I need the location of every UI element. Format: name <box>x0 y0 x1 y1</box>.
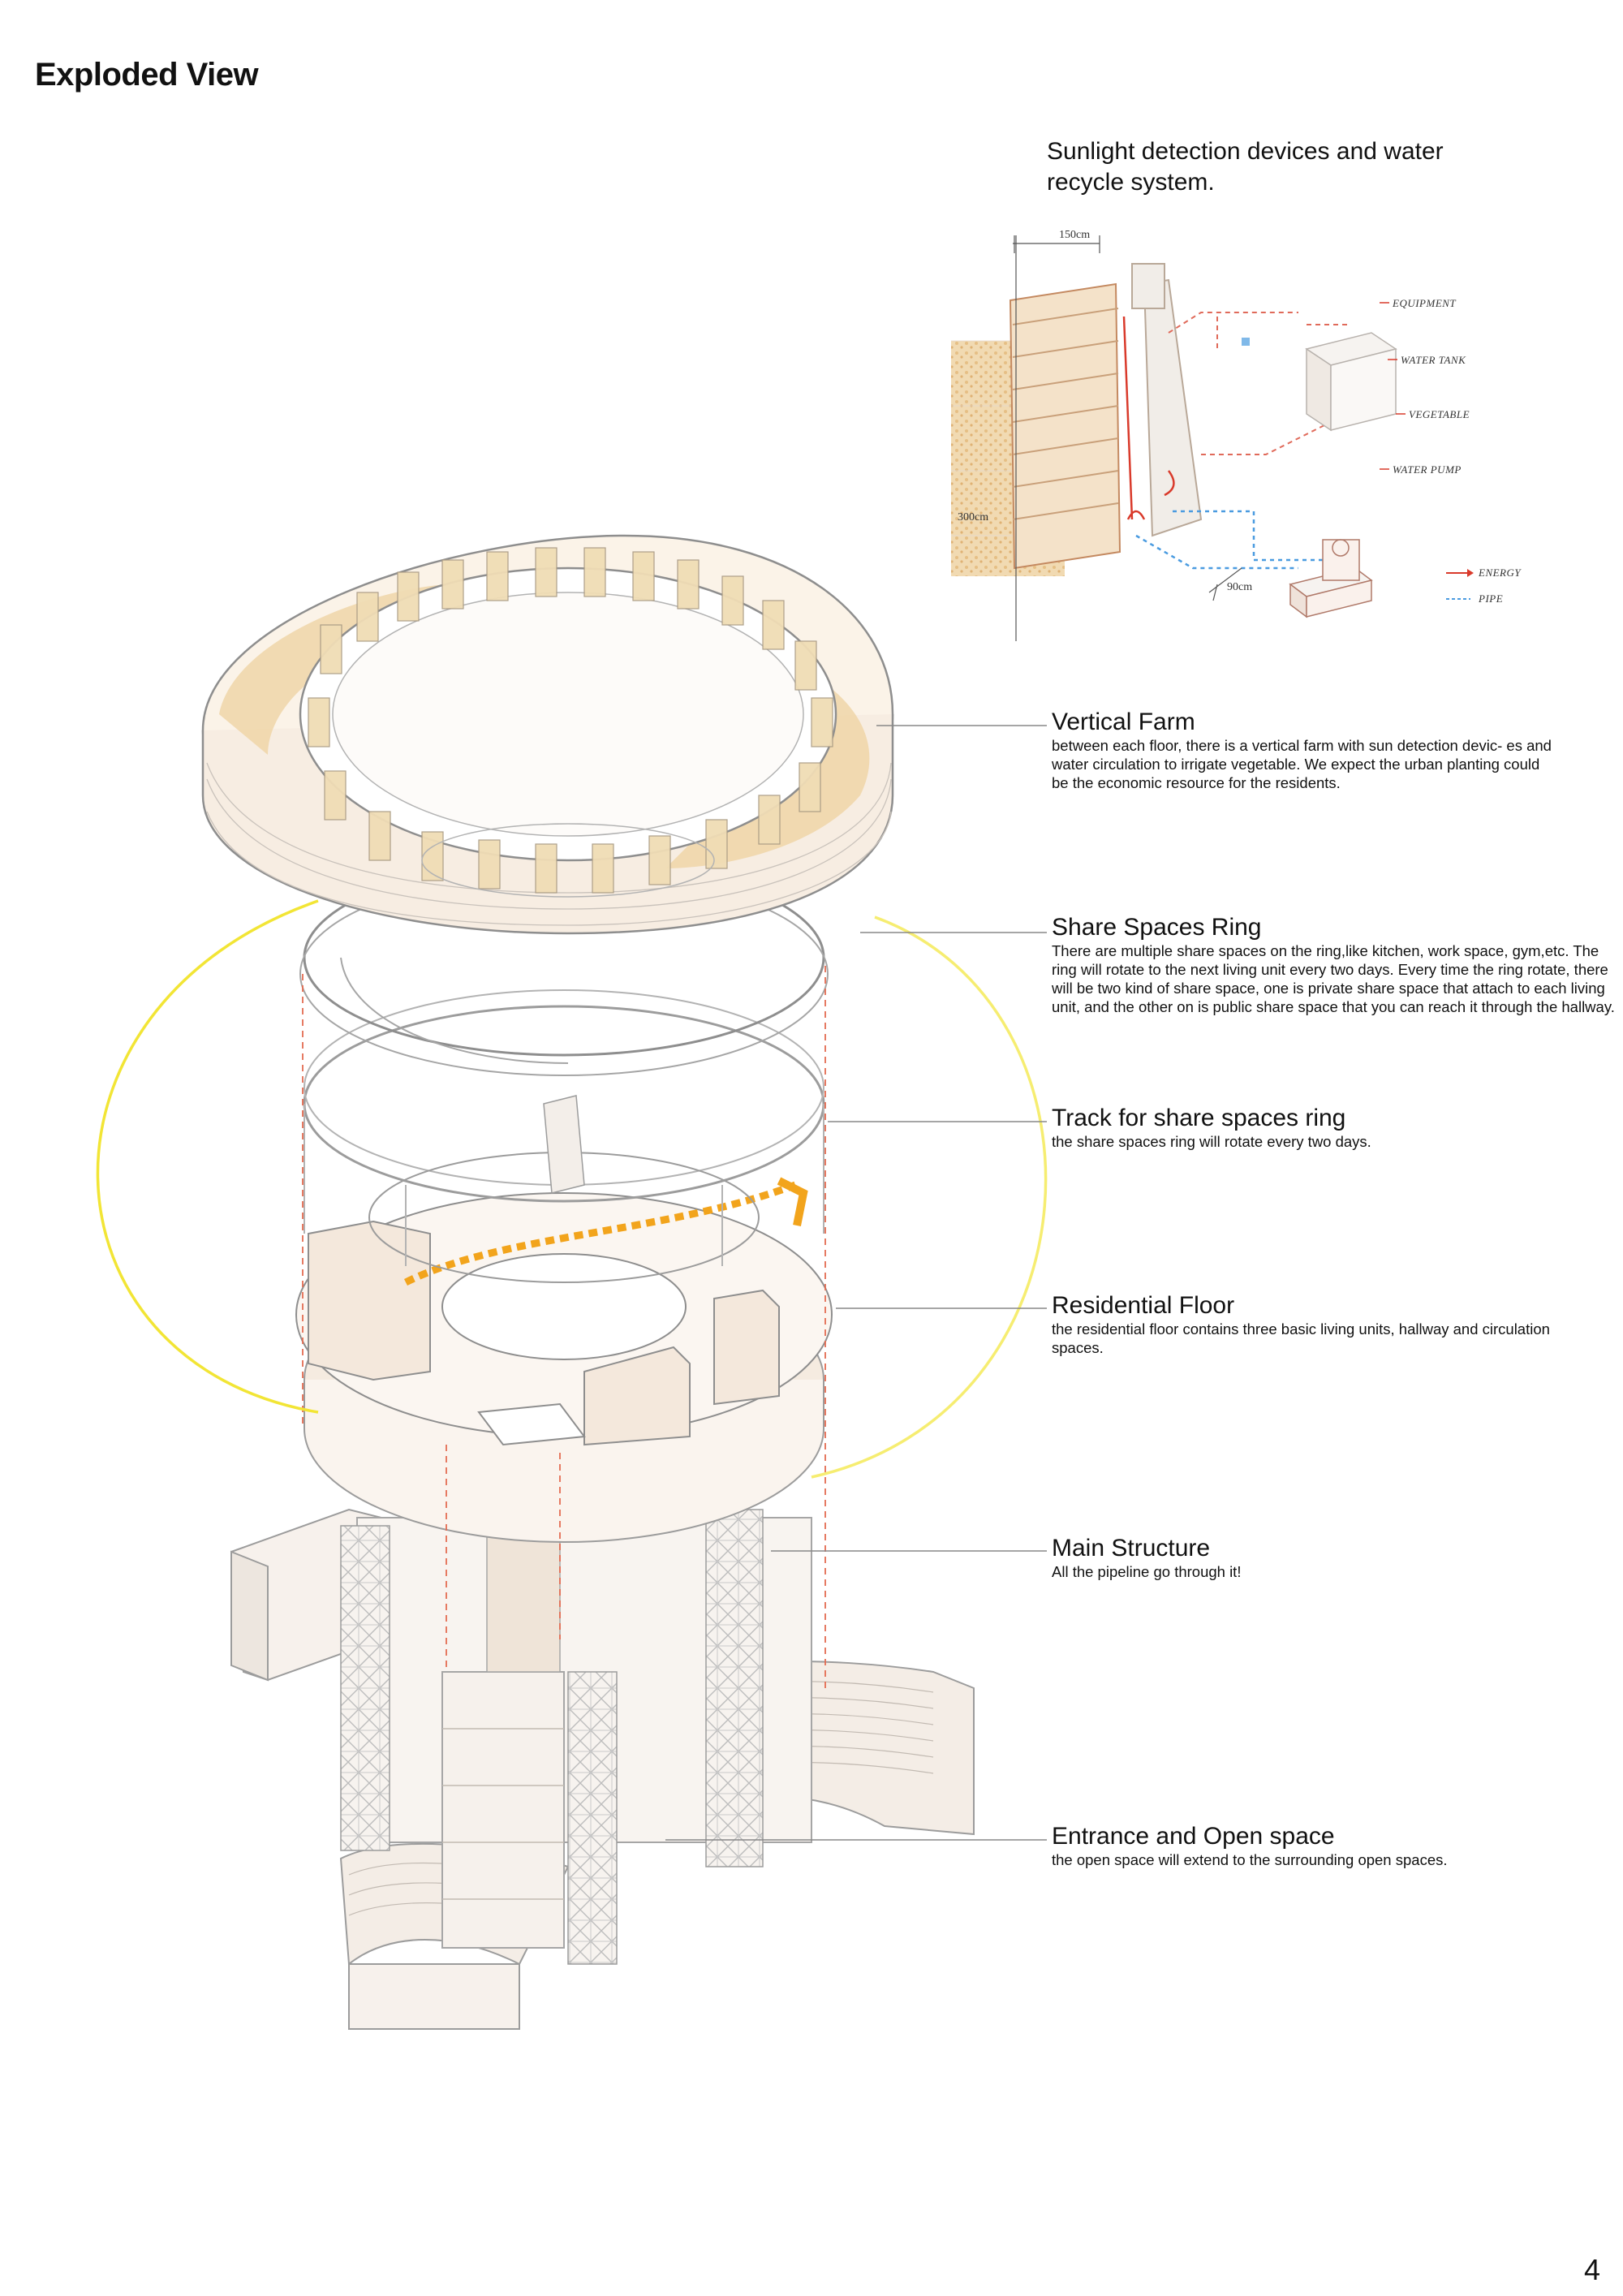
label-title: Entrance and Open space <box>1052 1823 1335 1850</box>
label-desc: All the pipeline go through it! <box>1052 1563 1242 1580</box>
vegetable-label: VEGETABLE <box>1409 408 1470 420</box>
label-track-ring: Track for share spaces ring the share sp… <box>1052 1105 1620 1151</box>
label-desc: There are multiple share spaces on the r… <box>1052 942 1615 1015</box>
main-structure <box>340 1509 812 1965</box>
legend-energy: ENERGY <box>1479 566 1522 579</box>
label-desc: between each floor, there is a vertical … <box>1052 737 1552 791</box>
farm-panel <box>1009 282 1121 570</box>
label-share-spaces-ring: Share Spaces Ring There are multiple sha… <box>1052 914 1620 1016</box>
dim-width-label: 150cm <box>1059 229 1091 241</box>
label-title: Vertical Farm <box>1052 709 1195 735</box>
inset-caption: Sunlight detection devices and water rec… <box>1047 138 1444 196</box>
dim-height-label: 300cm <box>958 511 989 523</box>
dim-depth-label: 90cm <box>1227 581 1253 593</box>
equipment-label: EQUIPMENT <box>1393 297 1457 309</box>
leader-lines <box>665 725 1047 1841</box>
label-title: Share Spaces Ring <box>1052 914 1262 941</box>
label-title: Main Structure <box>1052 1535 1211 1562</box>
label-entrance-open-space: Entrance and Open space the open space w… <box>1052 1823 1620 1869</box>
label-title: Track for share spaces ring <box>1052 1105 1346 1131</box>
inset-diagram <box>951 235 1474 641</box>
label-title: Residential Floor <box>1052 1292 1235 1319</box>
water-pump-machine <box>1289 539 1373 618</box>
residential-floor <box>295 1177 833 1543</box>
water-tank-label: WATER TANK <box>1401 354 1466 366</box>
rotation-arc-right <box>811 915 1048 1479</box>
legend-pipe: PIPE <box>1479 592 1504 605</box>
vertical-farm <box>201 534 894 935</box>
track-ring <box>303 989 825 1283</box>
label-main-structure: Main Structure All the pipeline go throu… <box>1052 1535 1620 1581</box>
label-desc: the share spaces ring will rotate every … <box>1052 1133 1371 1150</box>
water-pump-label: WATER PUMP <box>1393 463 1462 476</box>
label-residential-floor: Residential Floor the residential floor … <box>1052 1292 1620 1357</box>
page-title: Exploded View <box>35 57 259 93</box>
rotation-arc <box>96 899 319 1414</box>
page-number: 4 <box>1584 2253 1601 2286</box>
label-desc: the open space will extend to the surrou… <box>1052 1851 1448 1868</box>
label-desc: the residential floor contains three bas… <box>1052 1320 1550 1356</box>
tower-drawing <box>96 534 1048 2030</box>
water-tank-box <box>1305 332 1397 432</box>
label-vertical-farm: Vertical Farm between each floor, there … <box>1052 709 1620 792</box>
